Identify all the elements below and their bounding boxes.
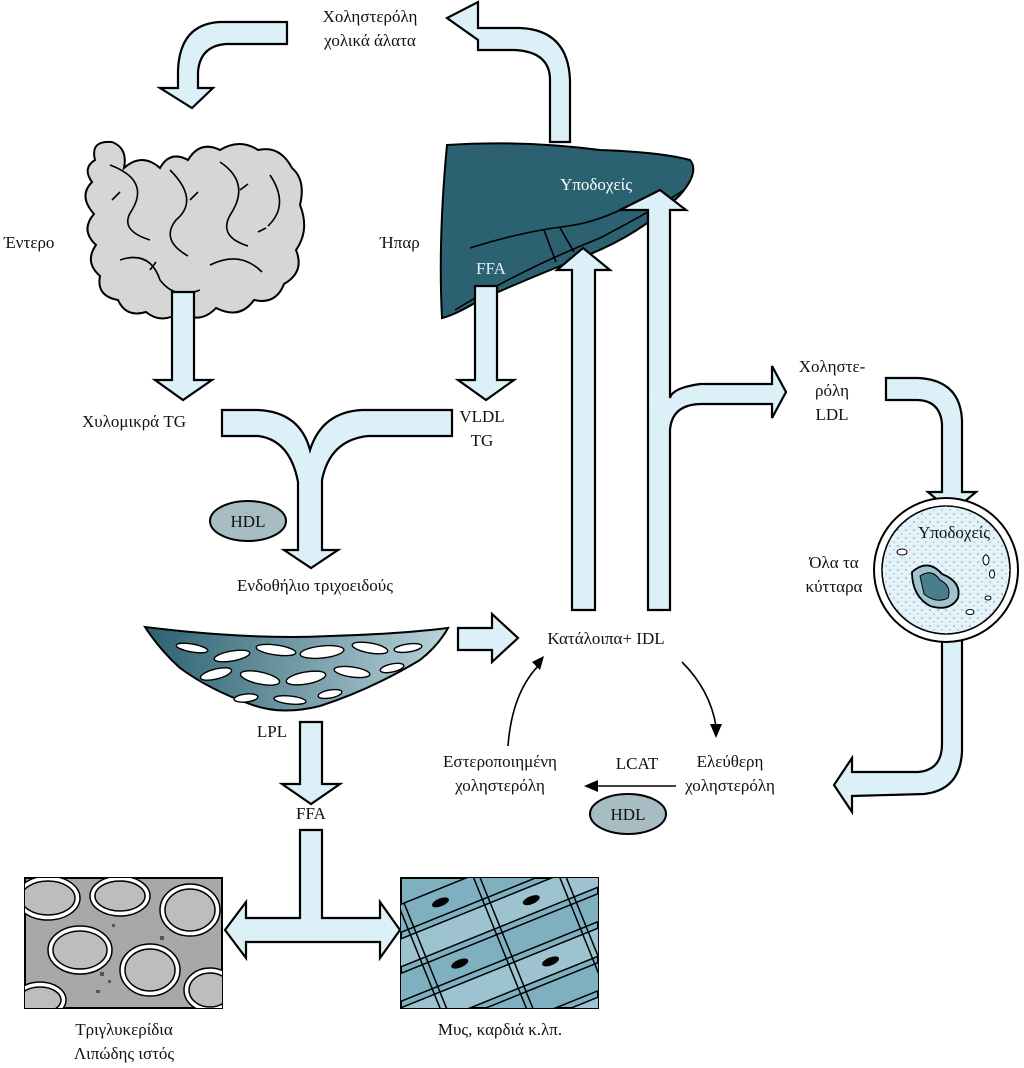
cholesterol-ldl-label-line3: LDL — [815, 405, 848, 424]
cell-icon — [873, 497, 1019, 643]
liver-receptors-label: Υποδοχείς — [560, 175, 632, 194]
cholesterol-ldl-label-line1: Χοληστε- — [799, 357, 866, 376]
intestine-icon — [84, 140, 306, 320]
cell-to-free-cholesterol-arrow — [832, 636, 964, 816]
adipose-tissue-icon — [24, 877, 223, 1009]
cholesterol-ldl-label-line2: ρόλη — [815, 381, 849, 400]
lpl-label: LPL — [257, 722, 287, 741]
remnants-to-liver-arrow-right-branch — [619, 188, 788, 612]
intestine-label: Έντερο — [3, 233, 54, 252]
capillary-network-icon — [142, 625, 450, 712]
muscle-tissue-icon — [400, 877, 599, 1009]
all-cells-label-line2: κύτταρα — [806, 577, 863, 596]
cell-receptors-label: Υποδοχείς — [918, 523, 990, 542]
hdl-top-label: HDL — [231, 512, 266, 531]
top-bile-salts-label: χολικά άλατα — [323, 31, 416, 50]
top-cholesterol-label: Χοληστερόλη — [323, 7, 418, 26]
intestine-to-chylomicrons-arrow — [151, 290, 216, 402]
muscle-label: Μυς, καρδιά κ.λπ. — [438, 1020, 562, 1039]
endothelium-label: Ενδοθήλιο τριχοειδούς — [237, 576, 393, 595]
esterified-cholesterol-label-line2: χοληστερόλη — [454, 776, 545, 795]
ffa-label: FFA — [296, 804, 327, 823]
vldl-tg-label: TG — [471, 431, 494, 450]
free-cholesterol-label-line2: χοληστερόλη — [684, 776, 775, 795]
hdl-bottom-particle — [589, 793, 667, 835]
cycle-arrow-to-free-cholesterol — [681, 661, 717, 727]
liver-ffa-label: FFA — [476, 259, 507, 278]
capillary-to-remnants-arrow — [456, 611, 520, 665]
ldl-to-cell-arrow — [884, 376, 980, 514]
liver-label: Ήπαρ — [379, 233, 420, 252]
vldl-label: VLDL — [459, 407, 504, 426]
hdl-top-particle — [209, 500, 287, 542]
adipose-label-line2: Λιπώδης ιστός — [74, 1044, 175, 1063]
ffa-to-tissues-arrow — [223, 828, 402, 962]
top-right-curved-arrow — [444, 0, 572, 144]
lpl-to-ffa-arrow — [278, 720, 344, 806]
merge-to-endothelium-arrow — [220, 408, 454, 570]
top-left-curved-arrow — [156, 20, 289, 110]
chylomicrons-label: Χυλομικρά TG — [82, 412, 186, 431]
remnants-to-liver-arrow-left — [553, 246, 614, 612]
esterified-cholesterol-label-line1: Εστεροποιημένη — [443, 752, 557, 771]
all-cells-label-line1: Όλα τα — [808, 553, 859, 572]
lcat-label: LCAT — [616, 754, 659, 773]
free-cholesterol-label-line1: Ελεύθερη — [697, 752, 764, 771]
hdl-bottom-label: HDL — [611, 805, 646, 824]
cycle-arrow-to-remnants — [507, 663, 541, 747]
remnants-label: Κατάλοιπα+ IDL — [547, 629, 664, 648]
liver-to-vldl-arrow — [454, 284, 518, 402]
adipose-label-line1: Τριγλυκερίδια — [75, 1020, 173, 1039]
